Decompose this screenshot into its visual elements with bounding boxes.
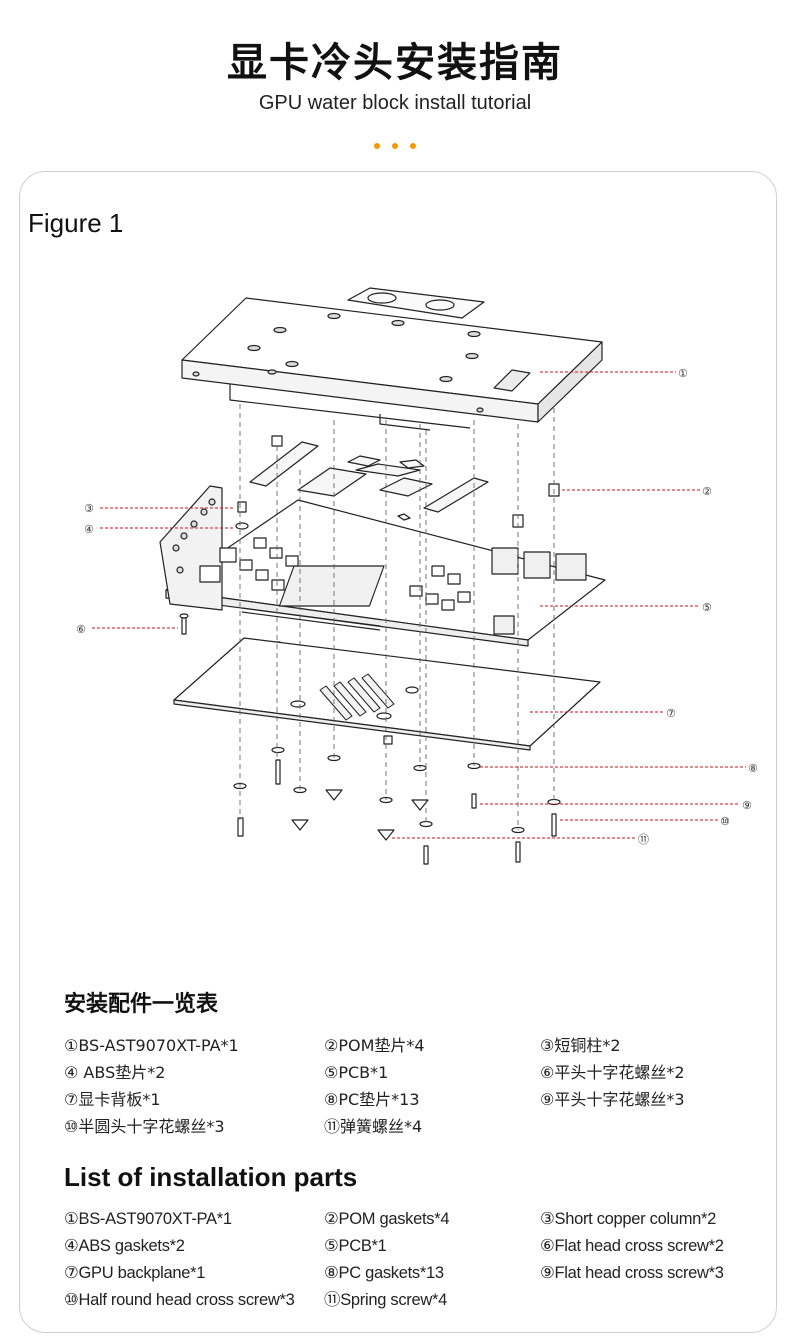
callout-6: ⑥ bbox=[76, 623, 86, 636]
dot-icon bbox=[392, 143, 398, 149]
pcb-illustration bbox=[159, 485, 606, 647]
callout-11: ⑪ bbox=[638, 833, 649, 846]
water-block-illustration bbox=[181, 287, 603, 431]
list-item: ⑤PCB*1 bbox=[324, 1063, 389, 1082]
parts-list-title-en: List of installation parts bbox=[64, 1162, 358, 1192]
thermal-pads-illustration bbox=[249, 441, 489, 521]
list-item: ②POM垫片*4 bbox=[324, 1036, 425, 1055]
list-item: ⑤PCB*1 bbox=[324, 1237, 387, 1255]
callout-4: ④ bbox=[84, 523, 94, 536]
list-item: ⑩Half round head cross screw*3 bbox=[64, 1291, 295, 1309]
callout-labels: ① ② ③ ④ ⑤ ⑥ ⑦ ⑧ ⑨ ⑩ ⑪ bbox=[76, 367, 758, 846]
callout-1: ① bbox=[678, 367, 688, 380]
list-item: ⑧PC垫片*13 bbox=[324, 1090, 420, 1109]
callout-9: ⑨ bbox=[742, 799, 752, 812]
callout-8: ⑧ bbox=[748, 762, 758, 775]
list-item: ①BS-AST9070XT-PA*1 bbox=[64, 1210, 232, 1228]
figure-label: Figure 1 bbox=[28, 208, 124, 238]
list-item: ⑨平头十字花螺丝*3 bbox=[540, 1090, 685, 1109]
exploded-view-diagram: ① ② ③ ④ ⑤ ⑥ ⑦ ⑧ ⑨ ⑩ ⑪ bbox=[76, 287, 758, 865]
list-item: ⑥平头十字花螺丝*2 bbox=[540, 1063, 685, 1082]
callout-5: ⑤ bbox=[702, 601, 712, 614]
list-item: ⑪Spring screw*4 bbox=[324, 1291, 447, 1309]
list-item: ⑥Flat head cross screw*2 bbox=[540, 1237, 724, 1255]
callout-3: ③ bbox=[84, 502, 94, 515]
callout-2: ② bbox=[702, 485, 712, 498]
parts-list-en: ①BS-AST9070XT-PA*1 ②POM gaskets*4 ③Short… bbox=[64, 1209, 754, 1310]
callout-7: ⑦ bbox=[666, 707, 676, 720]
backplate-illustration bbox=[173, 637, 601, 751]
dot-icon bbox=[374, 143, 380, 149]
guide-lines bbox=[239, 404, 555, 830]
dot-icon bbox=[410, 143, 416, 149]
list-item: ⑦显卡背板*1 bbox=[64, 1090, 161, 1109]
list-item: ②POM gaskets*4 bbox=[324, 1210, 450, 1228]
page-subtitle: GPU water block install tutorial bbox=[258, 92, 532, 114]
list-item: ③短铜柱*2 bbox=[540, 1036, 621, 1055]
list-item: ④ ABS垫片*2 bbox=[64, 1063, 166, 1082]
leader-lines bbox=[92, 371, 746, 839]
callout-10: ⑩ bbox=[720, 815, 730, 828]
list-item: ⑩半圆头十字花螺丝*3 bbox=[64, 1117, 225, 1136]
list-item: ①BS-AST9070XT-PA*1 bbox=[64, 1036, 239, 1055]
list-item: ⑪弹簧螺丝*4 bbox=[324, 1117, 423, 1136]
list-item: ④ABS gaskets*2 bbox=[64, 1237, 185, 1255]
parts-list-cn: ①BS-AST9070XT-PA*1 ②POM垫片*4 ③短铜柱*2 ④ ABS… bbox=[64, 1036, 754, 1137]
page-title: 显卡冷头安装指南 bbox=[227, 40, 563, 86]
diagram-card bbox=[19, 171, 777, 1333]
decorative-dots bbox=[0, 134, 790, 153]
list-item: ⑧PC gaskets*13 bbox=[324, 1264, 444, 1282]
list-item: ⑦GPU backplane*1 bbox=[64, 1264, 206, 1282]
parts-list-title-cn: 安装配件一览表 bbox=[64, 992, 219, 1017]
list-item: ③Short copper column*2 bbox=[540, 1210, 717, 1228]
list-item: ⑨Flat head cross screw*3 bbox=[540, 1264, 724, 1282]
